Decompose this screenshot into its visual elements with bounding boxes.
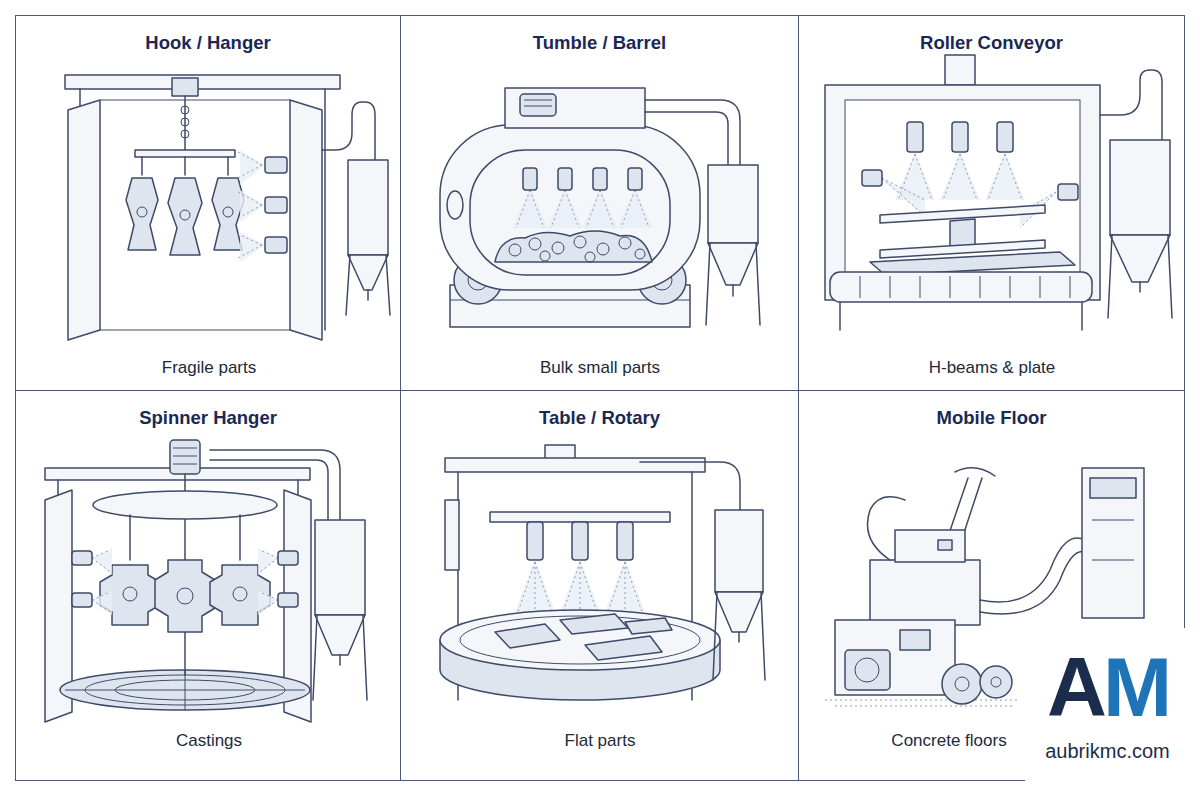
machine-panel: Spinner HangerCastings [15, 390, 401, 781]
panel-caption: Fragile parts [159, 358, 259, 378]
table-rotary-machine [440, 445, 765, 700]
hook-hanger-machine [65, 75, 390, 340]
logo-mark: AM [1025, 638, 1190, 738]
machine-panel: Table / RotaryFlat parts [400, 390, 799, 781]
panel-caption: Flat parts [562, 731, 639, 751]
spinner-hanger-machine [45, 440, 367, 722]
panel-caption: Castings [173, 731, 245, 751]
panel-caption: Concrete floors [888, 731, 1009, 751]
panel-caption: H-beams & plate [926, 358, 1059, 378]
machine-panel: Roller ConveyorH-beams & plate [798, 15, 1185, 391]
panel-caption: Bulk small parts [537, 358, 663, 378]
roller-conveyor-machine [825, 55, 1172, 330]
tumble-barrel-machine [440, 88, 760, 327]
machine-panel: Tumble / BarrelBulk small parts [400, 15, 799, 391]
panel-title: Roller Conveyor [799, 32, 1184, 54]
panel-title: Hook / Hanger [16, 32, 400, 54]
panel-title: Mobile Floor [799, 407, 1184, 429]
panel-title: Table / Rotary [401, 407, 798, 429]
logo-box: AMaubrikmc.com [1025, 628, 1190, 790]
panel-title: Spinner Hanger [16, 407, 400, 429]
machine-panel: Hook / HangerFragile parts [15, 15, 401, 391]
panel-title: Tumble / Barrel [401, 32, 798, 54]
watermark-url: aubrikmc.com [1025, 740, 1190, 763]
